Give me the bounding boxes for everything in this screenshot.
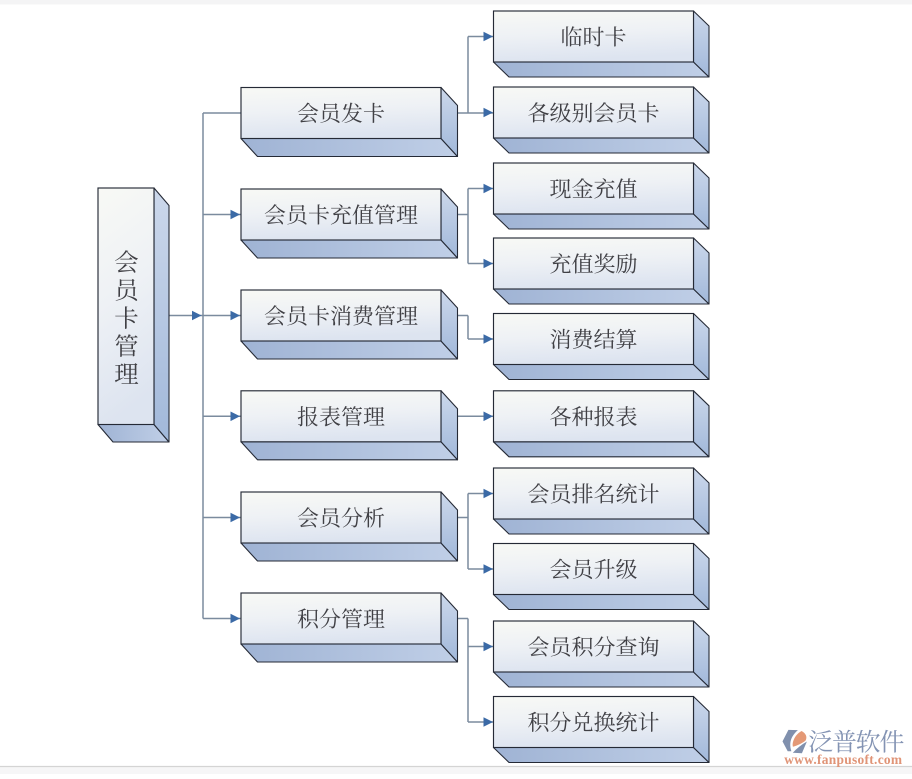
- svg-text:www.fanpusoft.com: www.fanpusoft.com: [784, 752, 902, 767]
